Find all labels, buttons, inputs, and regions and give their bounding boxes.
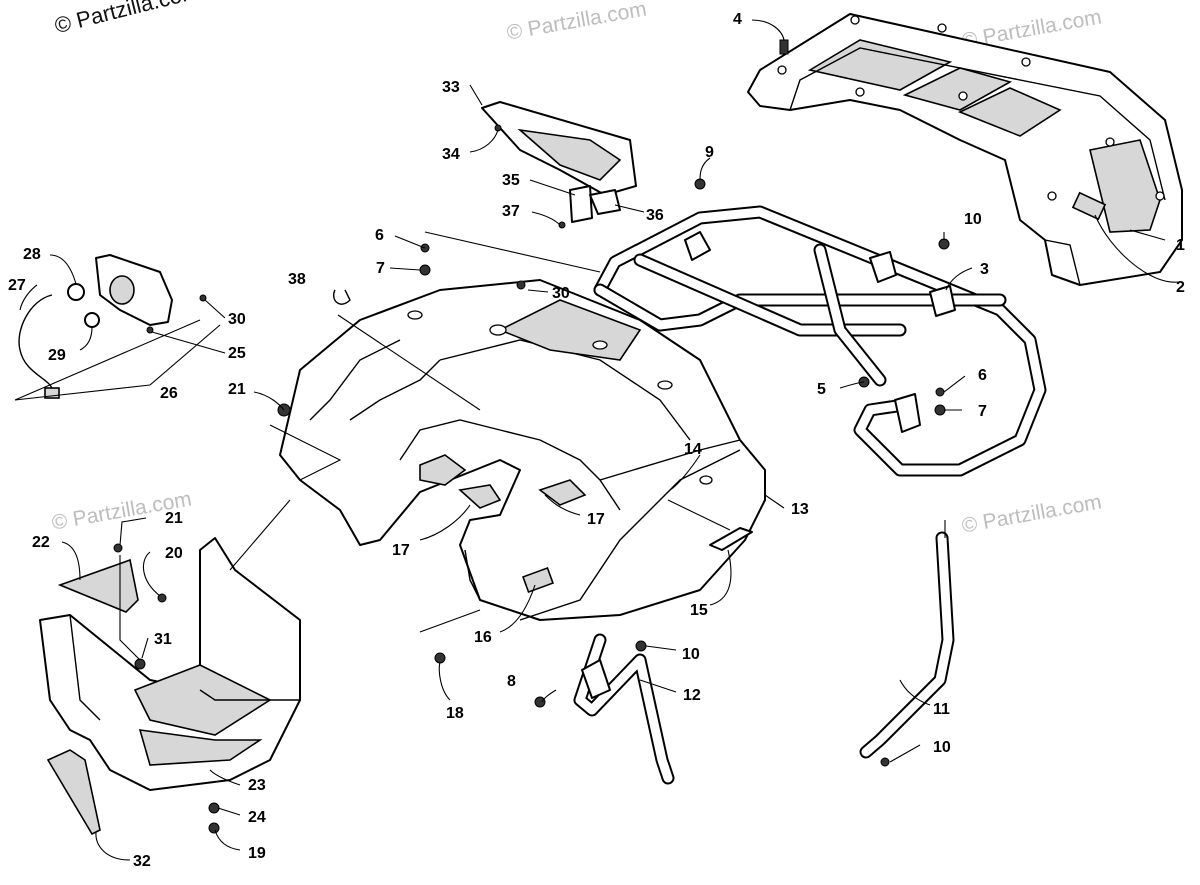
hardware xyxy=(113,39,950,834)
callout-labels: 1 2 3 4 5 6 6 7 7 8 9 10 10 10 11 12 13 … xyxy=(8,11,1185,870)
callout-9: 9 xyxy=(705,144,714,161)
callout-37: 37 xyxy=(502,203,520,220)
callout-34: 34 xyxy=(442,146,460,163)
callout-10c: 10 xyxy=(933,739,951,756)
callout-21b: 21 xyxy=(165,510,183,527)
license-bracket-part[interactable] xyxy=(481,101,637,229)
callout-1: 1 xyxy=(1176,237,1185,254)
callout-27: 27 xyxy=(8,277,26,294)
reflector-part[interactable] xyxy=(709,527,753,551)
callout-7a: 7 xyxy=(376,260,385,277)
callout-21a: 21 xyxy=(228,381,246,398)
callout-14: 14 xyxy=(684,441,702,458)
callout-29: 29 xyxy=(48,347,66,364)
callout-17a: 17 xyxy=(392,542,410,559)
lower-support-part[interactable] xyxy=(573,633,675,785)
callout-10b: 10 xyxy=(682,646,700,663)
support-brace-part[interactable] xyxy=(859,531,955,759)
heel-guard-part[interactable] xyxy=(57,558,139,613)
callout-19: 19 xyxy=(248,845,266,862)
callout-6b: 6 xyxy=(978,367,987,384)
callout-31: 31 xyxy=(154,631,172,648)
callout-22: 22 xyxy=(32,534,50,551)
callout-38: 38 xyxy=(288,271,306,288)
callout-15: 15 xyxy=(690,602,708,619)
callout-33: 33 xyxy=(442,79,460,96)
callout-16: 16 xyxy=(474,629,492,646)
mud-flap-part[interactable] xyxy=(46,749,101,836)
callout-2: 2 xyxy=(1176,279,1185,296)
callout-30b: 30 xyxy=(552,285,570,302)
rack-frame-part[interactable] xyxy=(593,205,1047,477)
callout-8: 8 xyxy=(507,673,516,690)
callout-23: 23 xyxy=(248,777,266,794)
callout-6a: 6 xyxy=(375,227,384,244)
callout-28: 28 xyxy=(23,246,41,263)
footwell-part[interactable] xyxy=(39,537,301,791)
leader-lines xyxy=(14,19,1179,861)
callout-18: 18 xyxy=(446,705,464,722)
callout-26: 26 xyxy=(160,385,178,402)
callout-36: 36 xyxy=(646,207,664,224)
callout-32: 32 xyxy=(133,853,151,870)
callout-12: 12 xyxy=(683,687,701,704)
callout-10a: 10 xyxy=(964,211,982,228)
rear-rack-part[interactable] xyxy=(747,13,1183,286)
callout-5: 5 xyxy=(817,381,826,398)
callout-3: 3 xyxy=(980,261,989,278)
callout-30a: 30 xyxy=(228,311,246,328)
callout-4: 4 xyxy=(733,11,742,28)
rear-fender-part[interactable] xyxy=(279,279,766,621)
callout-24: 24 xyxy=(248,809,266,826)
callout-35: 35 xyxy=(502,172,520,189)
tail-light-part[interactable] xyxy=(18,254,207,399)
callout-25: 25 xyxy=(228,345,246,362)
callout-13: 13 xyxy=(791,501,809,518)
callout-17b: 17 xyxy=(587,511,605,528)
callout-20: 20 xyxy=(165,545,183,562)
callout-7b: 7 xyxy=(978,403,987,420)
callout-11: 11 xyxy=(933,701,950,718)
